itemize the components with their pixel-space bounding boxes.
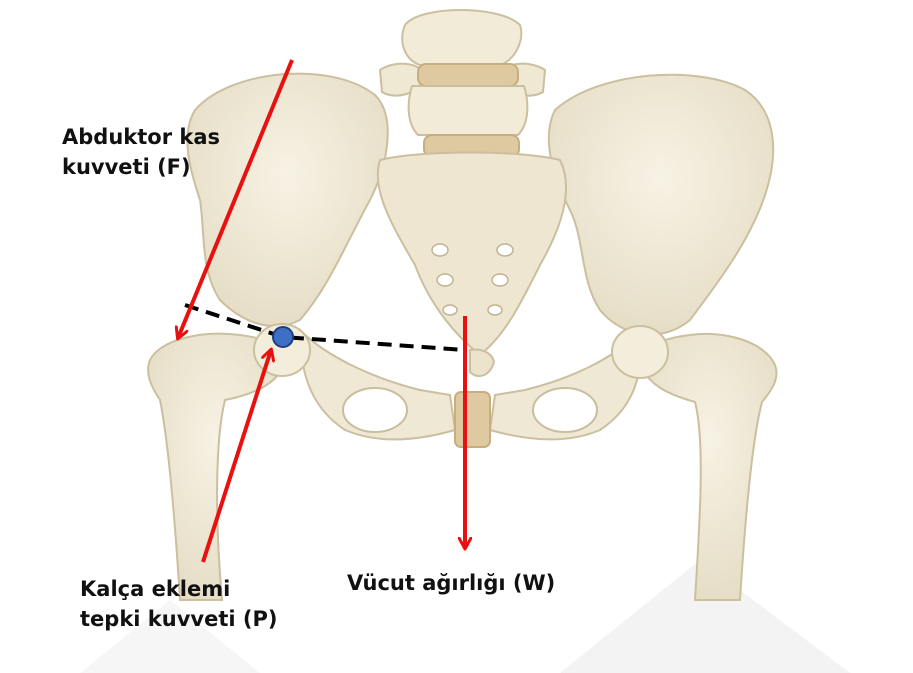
right-femoral-head [612, 326, 668, 378]
left-obturator-foramen [343, 388, 407, 432]
right-iliac-wing [549, 75, 773, 335]
abductor-label-line1: Abduktor kas [62, 122, 220, 152]
abductor-label-line2: kuvveti (F) [62, 152, 220, 182]
pubic-symphysis [455, 392, 490, 447]
coccyx [470, 350, 494, 377]
sacrum [378, 153, 566, 356]
body-weight-label: Vücut ağırlığı (W) [347, 568, 555, 598]
disc-upper [418, 64, 518, 86]
right-obturator-foramen [533, 388, 597, 432]
middle-vertebra [409, 86, 528, 135]
left-iliac-wing [187, 74, 387, 326]
hip-reaction-force-label: Kalça eklemi tepki kuvveti (P) [80, 574, 277, 634]
hip-reaction-label-line1: Kalça eklemi [80, 574, 277, 604]
right-femur [640, 334, 777, 600]
abductor-force-label: Abduktor kas kuvveti (F) [62, 122, 220, 182]
body-weight-label-text: Vücut ağırlığı (W) [347, 568, 555, 598]
pelvis-illustration [148, 10, 776, 600]
circle-marker-icon [273, 327, 293, 347]
upper-vertebra [402, 10, 521, 65]
hip-reaction-label-line2: tepki kuvveti (P) [80, 604, 277, 634]
